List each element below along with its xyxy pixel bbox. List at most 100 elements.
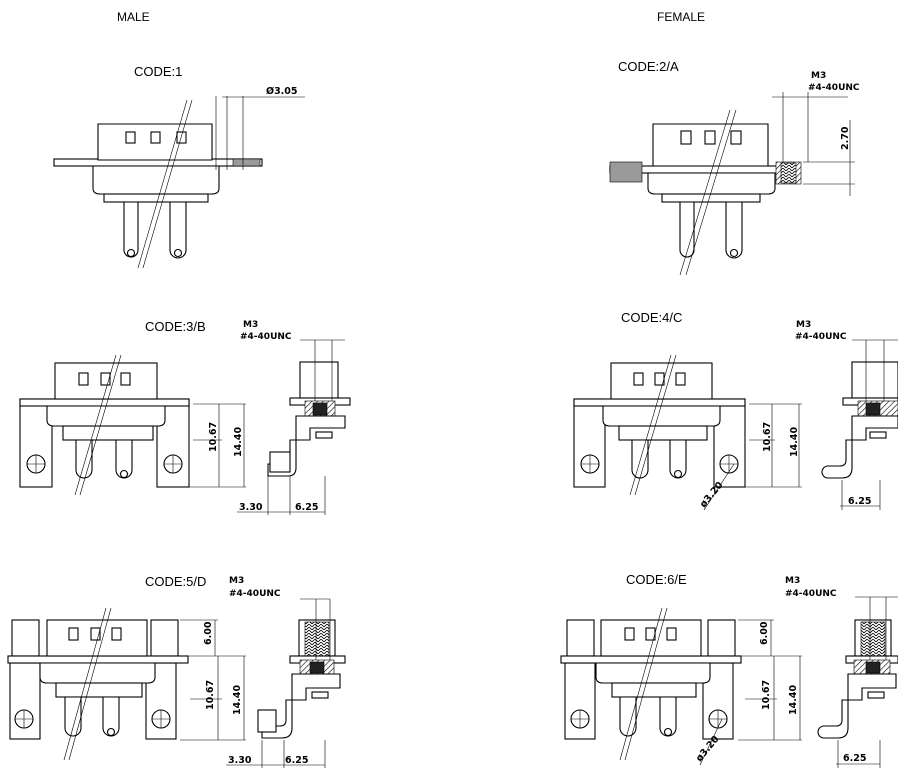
dim-unc: #4-40UNC [808,83,860,93]
contact-window [90,627,101,641]
pin-hole [126,248,136,258]
pin-left [619,696,637,737]
side-thread [312,402,328,416]
connector-base [661,193,761,203]
side-contact [311,691,329,699]
connector-base [103,193,209,203]
connector-body [647,172,776,195]
side-nut [865,661,881,674]
side-pin-bend [817,699,849,739]
dim-625: 6.25 [848,496,871,507]
pin-right [659,696,677,737]
side-thread [860,621,886,657]
dim-m3: M3 [229,576,244,586]
connector-shell [610,362,713,400]
contact-window [111,627,122,641]
pin-hole [119,469,129,479]
break-line [679,109,737,276]
mount-hole-cross [152,710,170,728]
dim-600: 6.00 [759,621,770,645]
contact-window [666,627,677,641]
pin-hole [729,248,739,258]
dia-leader [699,718,723,766]
dim-1067: 10.67 [205,680,216,710]
contact-window [680,130,692,145]
code-2-label: CODE:2/A [618,59,679,74]
side-dim-vert [738,619,802,741]
pin-left [679,201,695,258]
pin-right [115,439,133,479]
contact-window [675,372,686,386]
dim-1067: 10.67 [762,422,773,452]
side-dim-top [300,339,345,401]
connector-body [39,662,156,684]
mount-hole-cross [164,455,182,473]
pin-left [123,201,139,258]
code-1-label: CODE:1 [134,64,182,79]
side-thread [865,402,881,416]
dim-unc: #4-40UNC [785,589,837,599]
connector-body [92,165,220,195]
side-dim-vert [740,403,802,488]
connector-base [62,425,154,441]
dim-1440: 14.40 [232,685,243,715]
pin-hole [173,248,183,258]
standoff-right [707,619,736,657]
connector-body [602,405,721,427]
side-contact [315,431,333,439]
dim-1440: 14.40 [789,427,800,457]
dim-625: 6.25 [295,502,318,513]
contact-window [150,131,161,144]
break-line [619,607,668,761]
contact-window [176,131,187,144]
connector-base [55,682,143,698]
flange-plate [573,398,746,407]
flange-nut [609,161,643,183]
flange-plate [7,655,189,664]
contact-window [100,372,111,386]
dimension-lines [772,92,855,196]
standoff-left [11,619,40,657]
male-header: MALE [117,10,150,24]
connector-shell [600,619,702,657]
dim-unc: #4-40UNC [240,332,292,342]
break-line [74,354,122,496]
pin-left [64,696,82,737]
side-contact [867,691,885,699]
contact-window [730,130,742,145]
dim-dia320: ø3.20 [698,480,726,510]
dim-m3: M3 [796,320,811,330]
standoff-right [150,619,179,657]
connector-shell [652,123,769,167]
code-1-view: CODE:1 Ø3.05 [53,64,305,269]
contact-window [125,131,136,144]
standoff-left [566,619,595,657]
dim-m3: M3 [785,576,800,586]
code-5-view: CODE:5/D M3 #4-40UNC 6.00 [7,574,346,768]
contact-window [78,372,89,386]
mount-hole-cross [15,710,33,728]
code-6-label: CODE:6/E [626,572,687,587]
flange-nut [232,158,261,167]
side-dim-top [852,339,898,401]
connector-base [611,682,697,698]
pin-right [102,696,120,737]
side-dim-vert [180,403,246,488]
side-contact [869,431,887,439]
side-dim-horz [237,476,326,515]
side-pin-tip [257,709,277,733]
break-line [629,354,677,496]
code-4-view: CODE:4/C M3 #4-40UNC 10.67 14.40 ø3 [573,310,898,511]
mount-hole-cross [581,455,599,473]
dim-m3: M3 [811,71,826,81]
dimension-lines [215,96,305,170]
code-3-label: CODE:3/B [145,319,206,334]
dim-270: 2.70 [840,126,851,150]
bracket-left [573,398,606,488]
mount-hole-cross [27,455,45,473]
side-shell [299,361,339,399]
mount-hole-cross [709,710,727,728]
connector-body [595,662,711,684]
dim-1440: 14.40 [788,685,799,715]
dim-625: 6.25 [285,755,308,766]
